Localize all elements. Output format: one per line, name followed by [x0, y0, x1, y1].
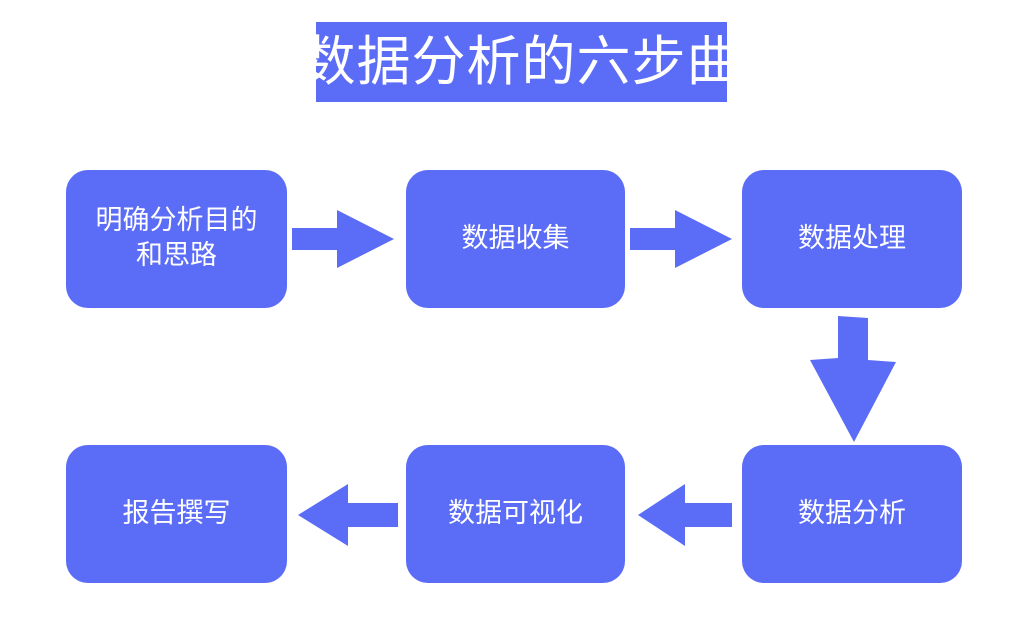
arrow-down-1 — [810, 316, 896, 442]
page-title: 数据分析的六步曲 — [301, 29, 742, 93]
arrow-right-1 — [292, 210, 394, 268]
flowchart-node-2-label: 数据收集 — [461, 222, 570, 254]
flowchart-node-1[interactable]: 明确分析目的 和思路 — [66, 170, 287, 308]
flowchart-node-2[interactable]: 数据收集 — [406, 170, 625, 308]
flowchart-node-4[interactable]: 数据分析 — [742, 445, 962, 583]
flowchart-node-5-label: 数据可视化 — [448, 497, 583, 529]
page-title-banner: 数据分析的六步曲 — [302, 22, 741, 102]
arrow-left-1 — [638, 484, 732, 546]
arrow-right-2 — [630, 210, 732, 268]
arrow-left-2 — [298, 484, 398, 546]
flowchart-node-6-label: 报告撰写 — [122, 497, 231, 529]
flowchart-node-5[interactable]: 数据可视化 — [406, 445, 625, 583]
flowchart-node-4-label: 数据分析 — [798, 497, 906, 529]
flowchart-node-1-label: 明确分析目的 和思路 — [95, 205, 258, 271]
flowchart-node-6[interactable]: 报告撰写 — [66, 445, 287, 583]
flowchart-node-3-label: 数据处理 — [798, 222, 906, 254]
flowchart-node-3[interactable]: 数据处理 — [742, 170, 962, 308]
